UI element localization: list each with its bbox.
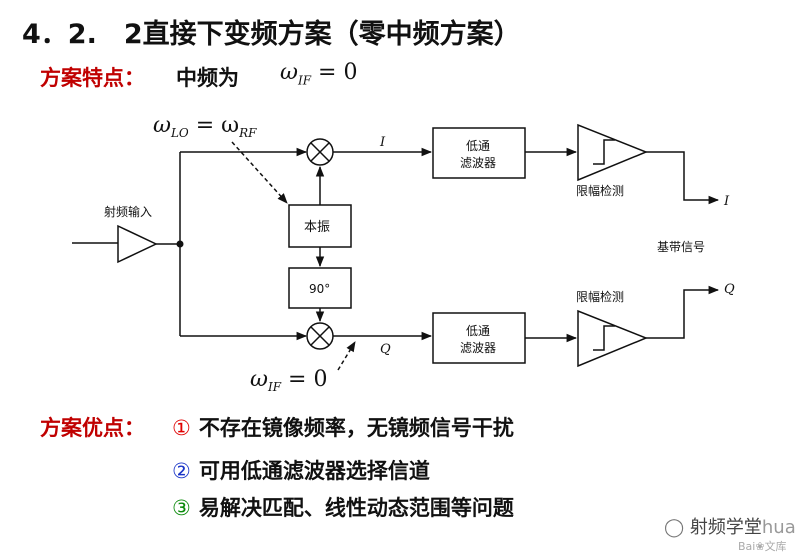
limiter-i-label: 限幅检测	[576, 183, 624, 198]
features-omega: ω	[280, 60, 298, 85]
features-eq-rest: = 0	[318, 60, 358, 85]
advantage-text: 易解决匹配、线性动态范围等问题	[198, 496, 514, 520]
watermark-baidu: Bai❀文库	[738, 538, 787, 554]
watermark-tail-text: hua	[761, 517, 796, 538]
lpf-i-label-line2: 滤波器	[460, 156, 496, 170]
advantage-number: ②	[172, 459, 191, 483]
junction-dot	[176, 240, 184, 248]
advantage-text: 可用低通滤波器选择信道	[198, 459, 430, 483]
i-signal-label: I	[379, 135, 386, 150]
baidu-sub: 文库	[764, 540, 787, 553]
lpf-q-box	[432, 312, 526, 364]
output-q-wire	[646, 285, 720, 339]
q-signal-label: Q	[380, 342, 391, 357]
limiter-i	[577, 123, 649, 182]
if-zero-equation: ωIF = 0	[250, 367, 327, 394]
advantage-item: ③ 易解决匹配、线性动态范围等问题	[172, 492, 514, 522]
page-title: 4．2. 2直接下变频方案（零中频方案）	[22, 19, 521, 50]
limiter-i-symbol	[593, 139, 615, 165]
watermark-wechat-text: 射频学堂	[689, 517, 762, 538]
advantage-number: ③	[172, 496, 191, 520]
baidu-text: Bai	[738, 540, 756, 553]
rf-input-amplifier	[117, 224, 158, 264]
lpf-i-box	[432, 127, 526, 179]
lpf-q-label-line1: 低通	[466, 324, 490, 338]
lpf-i-label-line1: 低通	[466, 139, 490, 153]
lo-eq-pointer	[231, 141, 288, 204]
features-if-sub: IF	[297, 73, 312, 88]
wechat-icon: ◯	[664, 517, 685, 538]
rf-input-label: 射频输入	[104, 204, 152, 219]
lpf-q-label-line2: 滤波器	[460, 341, 496, 355]
features-label: 方案特点：	[40, 66, 145, 90]
advantage-item: ① 不存在镜像频率，无镜频信号干扰	[172, 412, 514, 442]
watermark-wechat: ◯ 射频学堂hua	[664, 513, 796, 539]
baseband-label: 基带信号	[657, 240, 705, 254]
limiter-q	[577, 309, 649, 368]
advantages-label: 方案优点：	[40, 416, 145, 440]
advantage-text: 不存在镜像频率，无镜频信号干扰	[198, 416, 514, 440]
baidu-paw-icon: ❀	[755, 540, 765, 553]
phase-shift-box	[288, 267, 352, 309]
advantage-number: ①	[172, 416, 191, 440]
if-eq-pointer	[337, 341, 356, 371]
output-i-wire	[646, 151, 720, 205]
output-i-label: I	[723, 194, 730, 209]
limiter-q-symbol	[593, 325, 615, 351]
advantage-item: ② 可用低通滤波器选择信道	[172, 455, 430, 485]
local-osc-label: 本振	[304, 220, 330, 235]
features-text: 中频为	[176, 66, 239, 90]
output-q-label: Q	[724, 282, 735, 297]
phase-label: 90°	[309, 282, 330, 296]
features-if-equation: ωIF = 0	[280, 60, 357, 87]
limiter-q-label: 限幅检测	[576, 289, 624, 304]
lo-rf-equation: ωLO = ωRF	[153, 113, 257, 140]
